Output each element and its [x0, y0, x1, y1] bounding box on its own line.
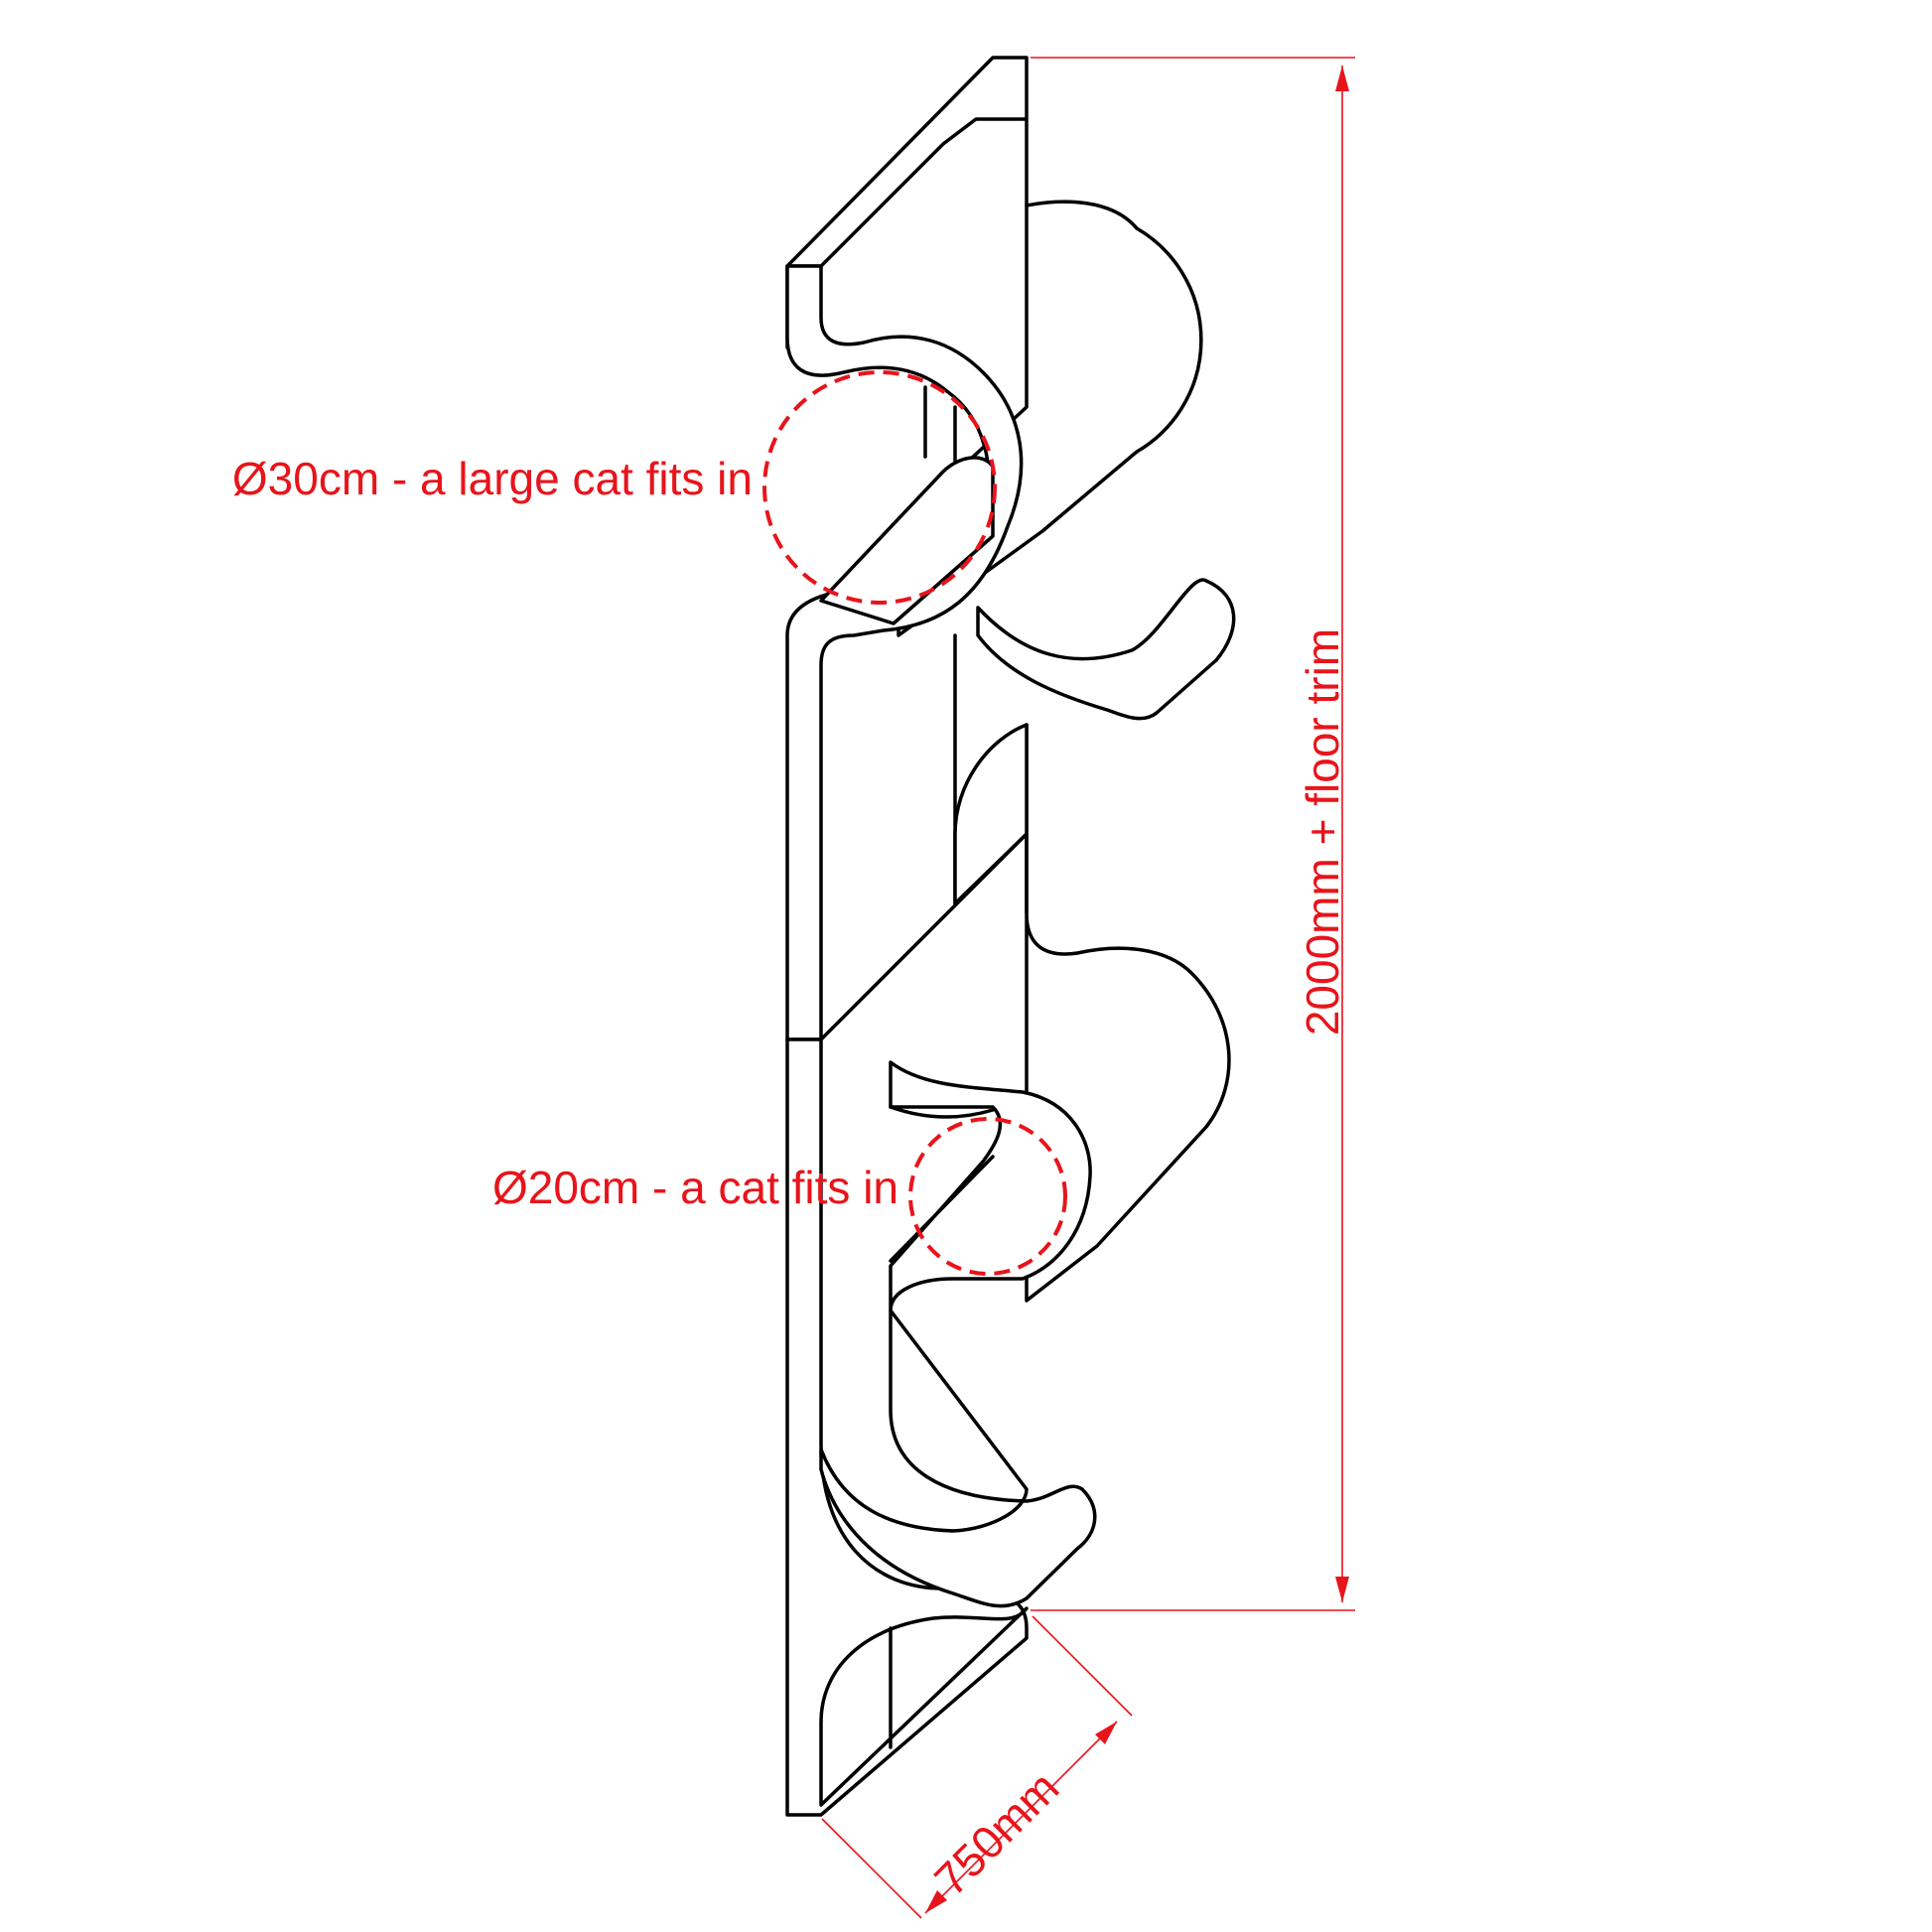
small-opening-label: Ø20cm - a cat fits in — [492, 1162, 898, 1213]
small-opening-marker — [908, 1117, 1067, 1276]
upper-divider-lines — [923, 385, 1029, 915]
depth-arrow-start — [925, 1890, 947, 1913]
large-opening-cradle — [785, 264, 1024, 1041]
lower-front-wave — [819, 1309, 1097, 1608]
top-panel-edge — [785, 56, 1029, 349]
height-label: 2000mm + floor trim — [1297, 628, 1348, 1035]
height-arrow-bottom — [1335, 1577, 1349, 1602]
bottom-curved-shelf — [819, 1606, 1029, 1807]
cat-tree-structure — [785, 56, 1236, 1817]
upper-scooped-step — [976, 578, 1236, 721]
depth-arrow-end — [1095, 1722, 1117, 1744]
small-opening-rim — [889, 1105, 995, 1263]
depth-label: 750mm — [924, 1761, 1068, 1905]
large-opening-marker — [762, 370, 997, 605]
depth-dimension-line — [821, 1615, 1133, 1919]
height-dimension-line — [1031, 57, 1355, 1611]
large-opening-label: Ø30cm - a large cat fits in — [232, 453, 753, 504]
small-opening-cradle — [889, 1060, 1092, 1312]
middle-wall — [953, 723, 1029, 905]
height-arrow-top — [1335, 66, 1349, 91]
